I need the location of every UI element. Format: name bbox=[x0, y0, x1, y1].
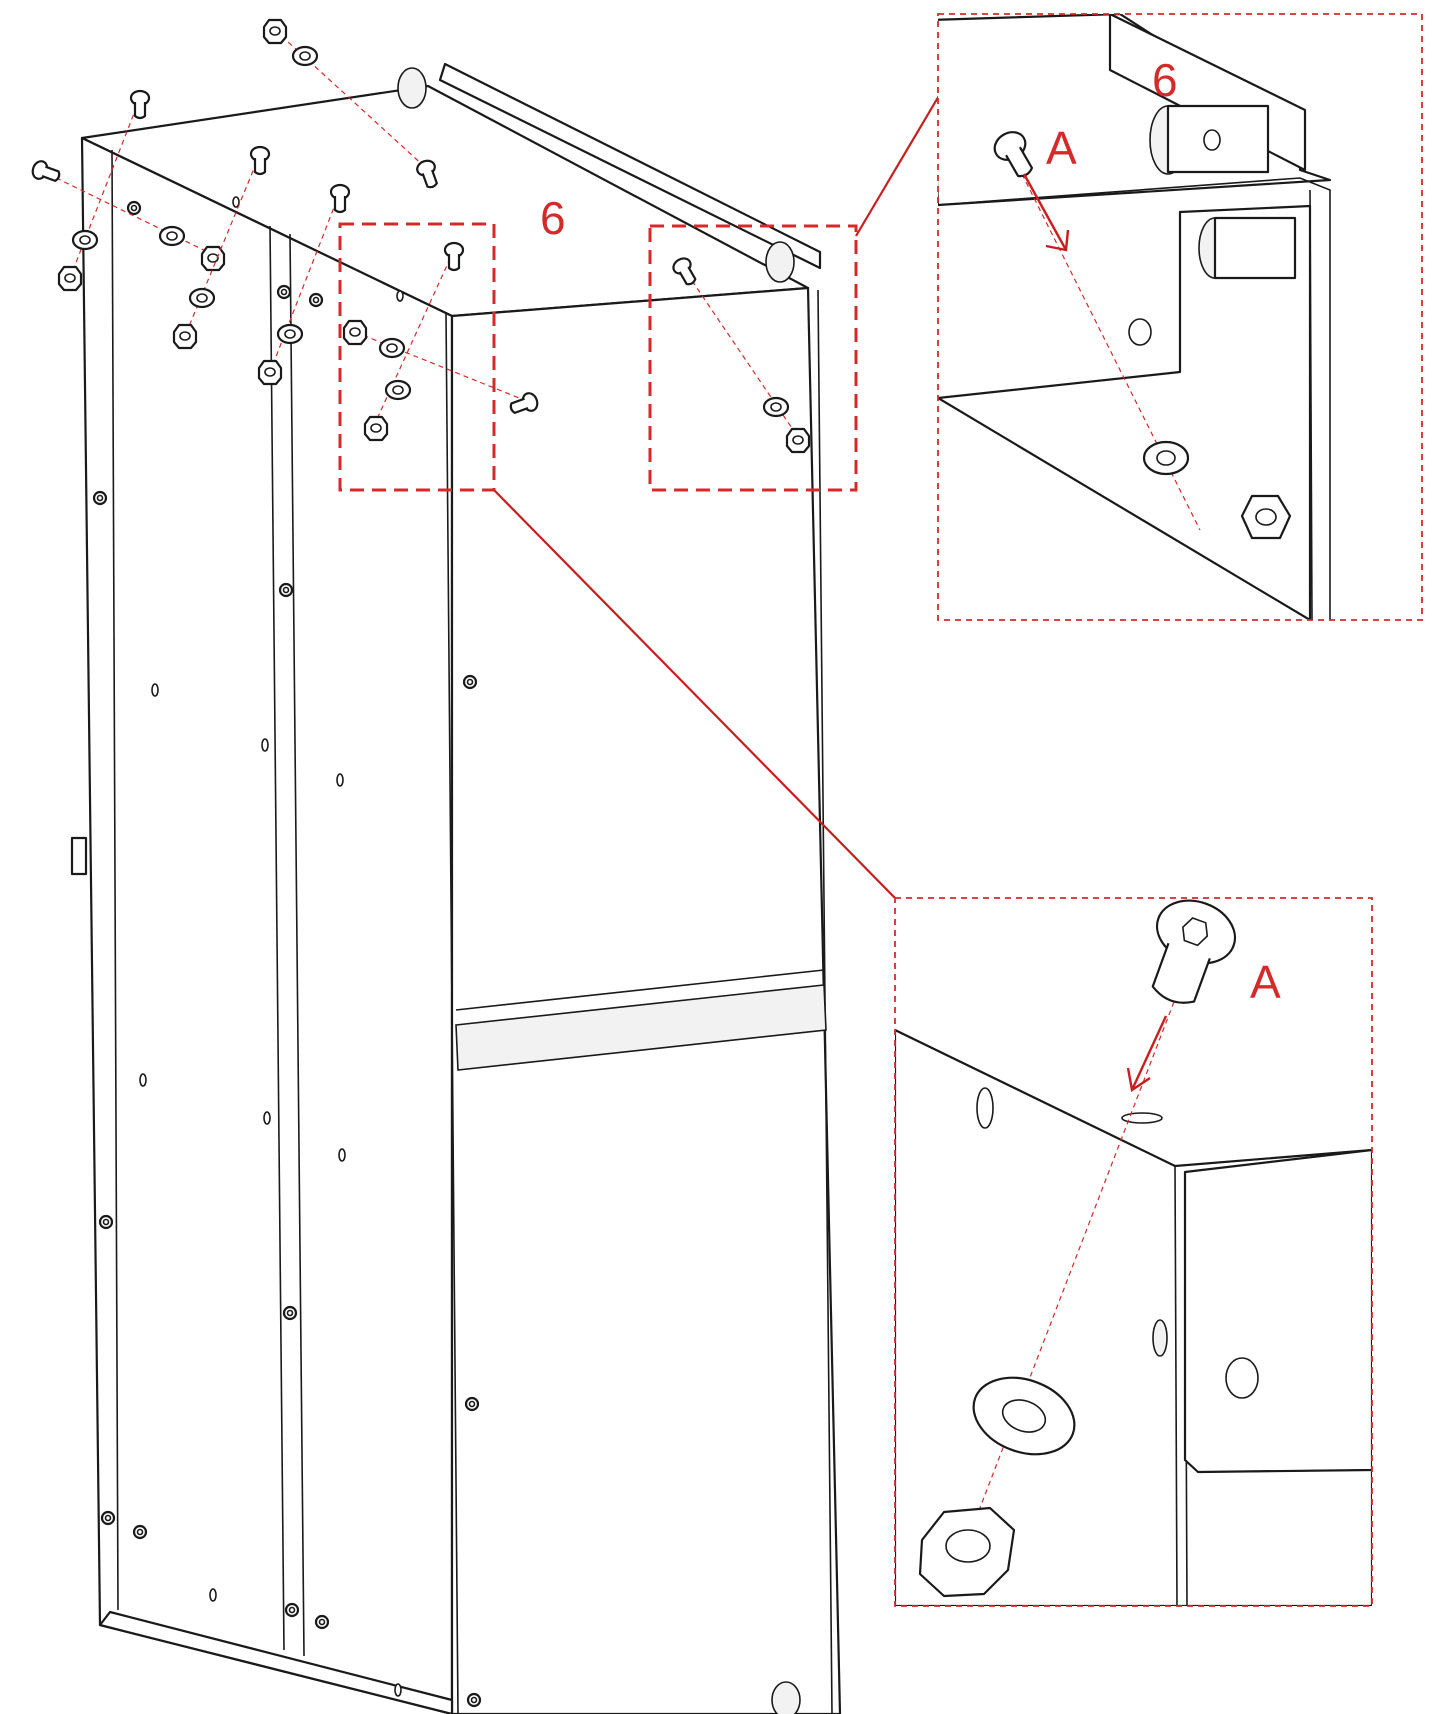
detail-view-top: 6 A bbox=[937, 13, 1423, 621]
cabinet-front-panel bbox=[450, 286, 842, 1714]
top-hinge-pin-left bbox=[397, 67, 427, 109]
callout-box-front-left bbox=[338, 222, 496, 492]
main-step-label: 6 bbox=[540, 192, 566, 244]
cabinet bbox=[70, 62, 842, 1714]
detail-box-top bbox=[937, 13, 1423, 621]
leader-line-bottom bbox=[493, 489, 896, 899]
top-hinge-pin-right bbox=[765, 241, 795, 283]
detail-top-step-label: 6 bbox=[1152, 54, 1178, 106]
leader-line-top bbox=[855, 93, 941, 237]
detail-box-bottom bbox=[894, 897, 1373, 1607]
detail-top-part-label: A bbox=[1046, 122, 1077, 174]
cabinet-left-panel bbox=[80, 136, 454, 1714]
front-cross-bar bbox=[455, 984, 827, 1071]
detail-bottom-part-label: A bbox=[1250, 956, 1281, 1008]
callout-box-front-right bbox=[648, 224, 858, 492]
panel-holes bbox=[139, 196, 404, 1697]
detail-view-bottom: A bbox=[894, 897, 1373, 1607]
top-hinge-rail bbox=[438, 62, 822, 270]
exploded-hardware bbox=[29, 18, 811, 454]
